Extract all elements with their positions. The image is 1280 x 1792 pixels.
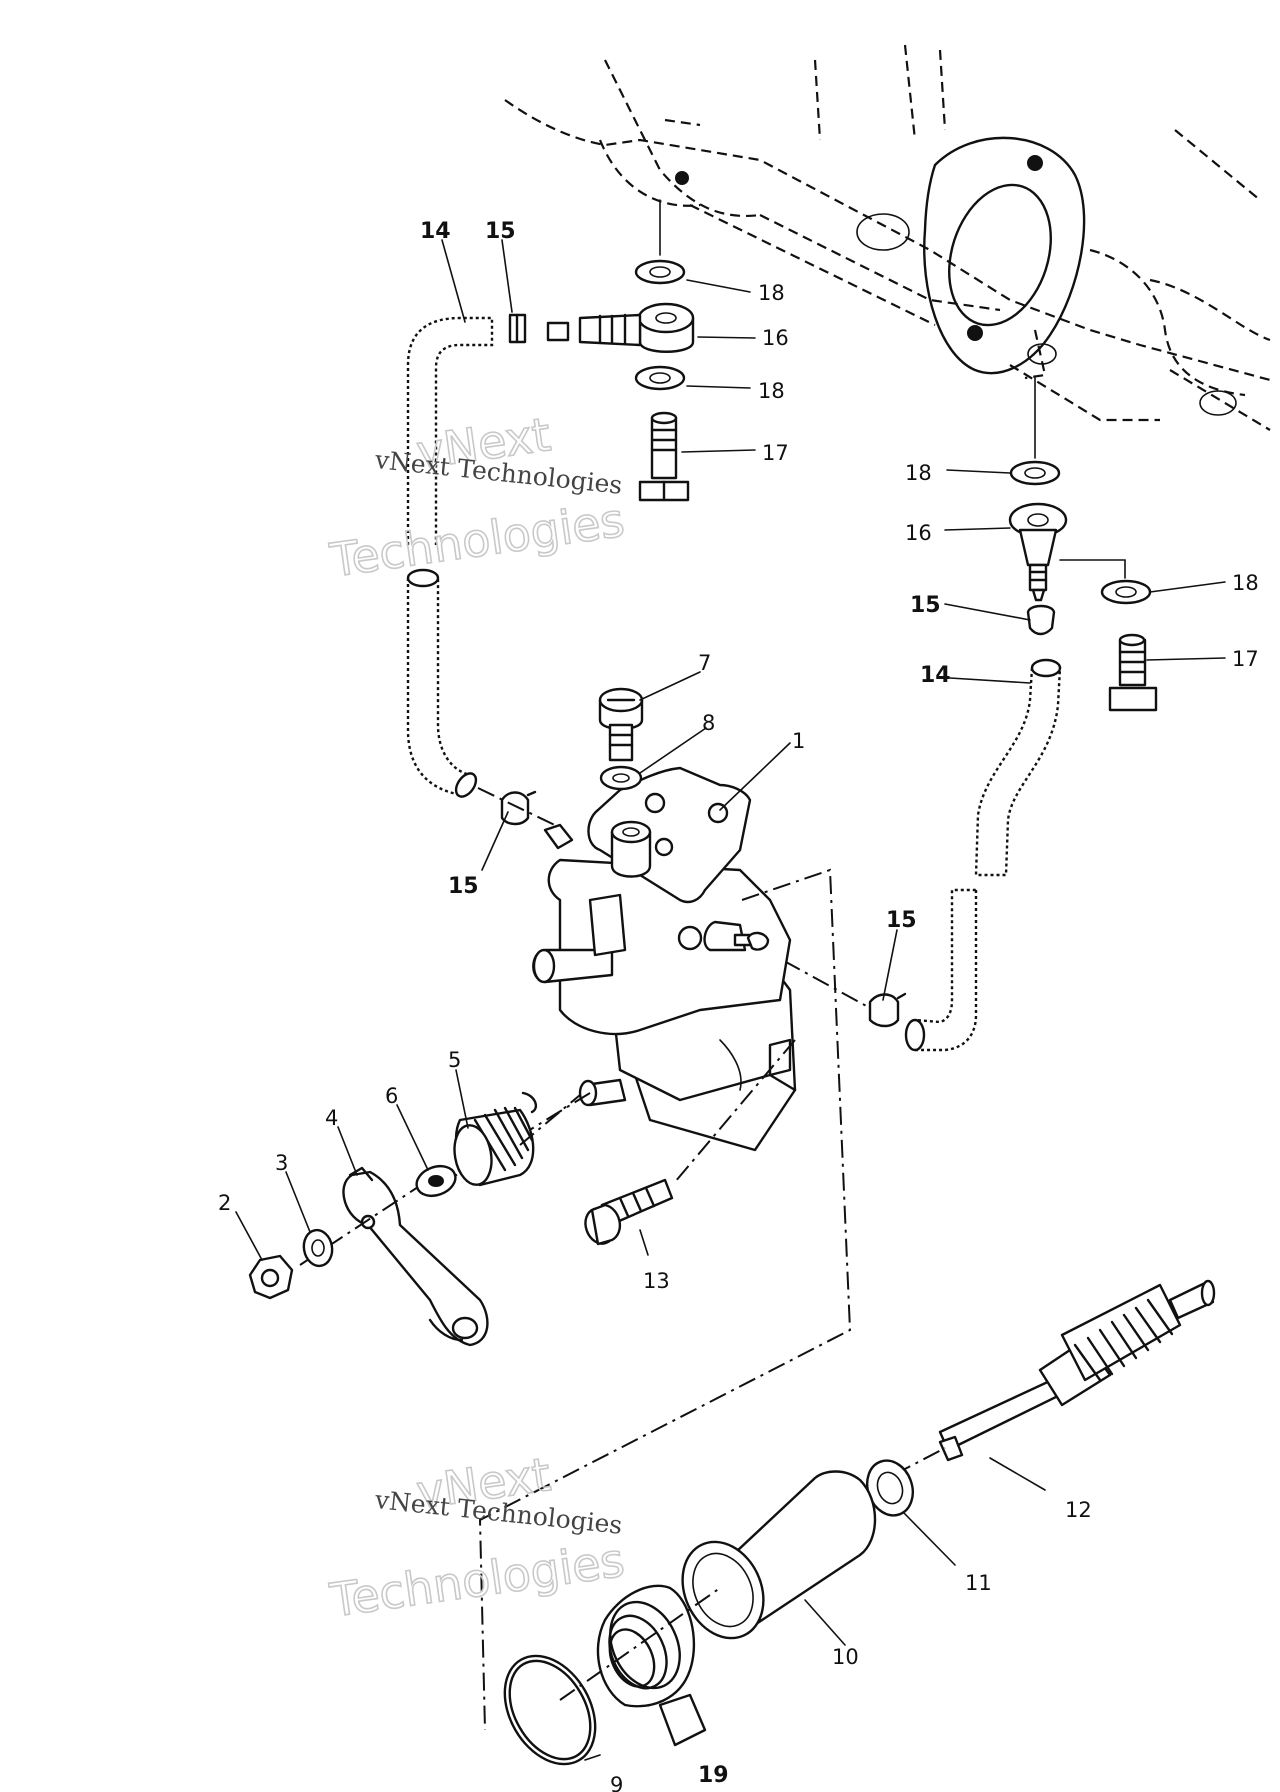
callout-labels: 14 15 18 16 18 17 18 16 18 15 17 14 7 8 … — [218, 219, 1259, 1792]
callout-5: 5 — [448, 1048, 461, 1072]
callout-18-right: 18 — [905, 461, 932, 485]
oil-hose-14-right-lower — [913, 888, 978, 1052]
callout-16-left: 16 — [762, 326, 789, 350]
hose-clip-15-right-upper — [1026, 604, 1056, 636]
washer-18-upper — [634, 259, 686, 285]
callout-14-right: 14 — [920, 663, 951, 688]
callout-17-left: 17 — [762, 441, 789, 465]
lock-washer-3 — [302, 1228, 334, 1268]
oil-pump-body-1 — [532, 766, 797, 1152]
callout-15-lower-right: 15 — [886, 908, 917, 933]
washer-8 — [599, 765, 643, 791]
oil-hose-14-left-lower — [406, 576, 472, 797]
callout-15-top: 15 — [485, 219, 516, 244]
callout-17-right: 17 — [1232, 647, 1259, 671]
drive-gear-shaft-12 — [938, 1279, 1216, 1462]
right-banjo-assembly — [754, 377, 1158, 1052]
callout-12: 12 — [1065, 1498, 1092, 1522]
engine-crankcase — [504, 44, 1271, 431]
callout-8: 8 — [702, 711, 715, 735]
callout-19: 19 — [698, 1763, 729, 1788]
left-banjo-assembly — [406, 199, 695, 831]
callout-10: 10 — [832, 1645, 859, 1669]
callout-2: 2 — [218, 1191, 231, 1215]
throttle-lever-4 — [342, 1166, 489, 1347]
callout-9: 9 — [610, 1773, 623, 1792]
callout-15-right: 15 — [910, 593, 941, 618]
callout-16-right: 16 — [905, 521, 932, 545]
callout-1: 1 — [792, 729, 805, 753]
oil-hose-14-right-upper — [974, 666, 1062, 877]
washer-6 — [415, 1164, 457, 1198]
callout-18-side: 18 — [1232, 571, 1259, 595]
watermark-outline-word2-bottom: Technologies — [326, 1533, 627, 1628]
coil-spring-5 — [453, 1091, 538, 1187]
banjo-fitting-16-right — [1008, 502, 1068, 602]
washer-18-right-side — [1100, 579, 1152, 605]
callout-13: 13 — [643, 1269, 670, 1293]
callout-18-mid: 18 — [758, 379, 785, 403]
callout-11: 11 — [965, 1571, 992, 1595]
washer-18-lower — [634, 365, 686, 391]
leader-lines — [235, 239, 1226, 1761]
o-ring-9 — [503, 1654, 597, 1766]
assembly-bracket-line — [478, 868, 852, 1731]
callout-14-left: 14 — [420, 219, 451, 244]
union-bolt-17-left — [638, 411, 690, 502]
nut-2 — [248, 1254, 294, 1300]
hose-clip-15-right-lower — [868, 992, 907, 1028]
callout-15-left: 15 — [448, 874, 479, 899]
bushing-10 — [681, 1470, 877, 1640]
washer-18-right-top — [1009, 460, 1061, 486]
callout-7: 7 — [698, 651, 711, 675]
callout-6: 6 — [385, 1084, 398, 1108]
oil-seal-19 — [596, 1584, 707, 1747]
banjo-fitting-16-left — [546, 302, 695, 353]
watermark-outline-word2: Technologies — [326, 493, 627, 588]
callout-4: 4 — [325, 1106, 338, 1130]
bolt-7 — [598, 687, 644, 762]
callout-18-top: 18 — [758, 281, 785, 305]
hose-clip-15-left — [500, 790, 537, 826]
callout-3: 3 — [275, 1151, 288, 1175]
union-bolt-17-right — [1108, 633, 1158, 712]
hose-clip-15-upper — [508, 313, 527, 344]
oil-hose-14-left-upper — [406, 316, 494, 545]
screw-13 — [584, 1178, 674, 1246]
